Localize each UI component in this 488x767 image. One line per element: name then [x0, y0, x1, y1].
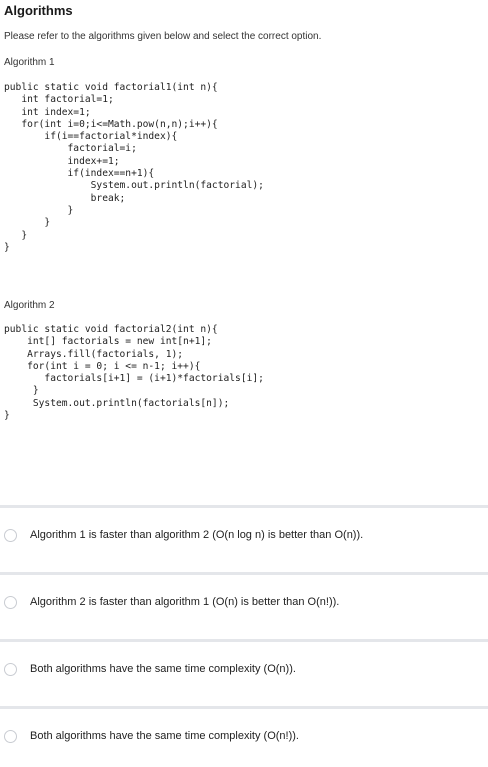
answer-option-label: Both algorithms have the same time compl… — [30, 663, 296, 675]
question-instructions: Please refer to the algorithms given bel… — [4, 31, 322, 42]
option-divider — [0, 639, 488, 642]
algorithm-1-code: public static void factorial1(int n){ in… — [4, 82, 264, 253]
algorithm-1-label: Algorithm 1 — [4, 57, 55, 68]
algorithm-2-label: Algorithm 2 — [4, 300, 55, 311]
algorithm-2-code: public static void factorial2(int n){ in… — [4, 324, 264, 422]
option-divider — [0, 572, 488, 575]
question-title: Algorithms — [4, 3, 73, 18]
answer-option-4[interactable]: Both algorithms have the same time compl… — [0, 709, 488, 763]
option-divider — [0, 505, 488, 508]
answer-option-1[interactable]: Algorithm 1 is faster than algorithm 2 (… — [0, 508, 488, 562]
answer-option-label: Algorithm 1 is faster than algorithm 2 (… — [30, 529, 364, 541]
radio-button[interactable] — [4, 729, 17, 743]
answer-option-2[interactable]: Algorithm 2 is faster than algorithm 1 (… — [0, 575, 488, 629]
radio-button[interactable] — [4, 528, 17, 542]
answer-option-3[interactable]: Both algorithms have the same time compl… — [0, 642, 488, 696]
answer-option-label: Both algorithms have the same time compl… — [30, 730, 299, 742]
radio-button[interactable] — [4, 595, 17, 609]
answer-option-label: Algorithm 2 is faster than algorithm 1 (… — [30, 596, 340, 608]
radio-button[interactable] — [4, 662, 17, 676]
option-divider — [0, 706, 488, 709]
